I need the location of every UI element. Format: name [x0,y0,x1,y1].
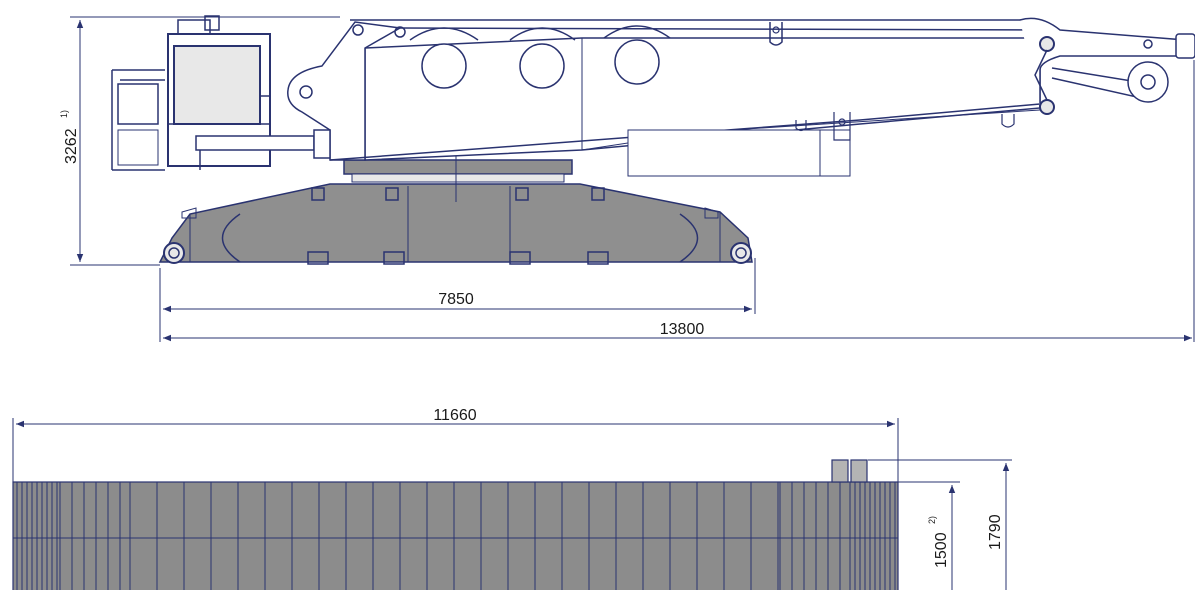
crawler-track [158,183,753,265]
track-length-label: 7850 [438,291,474,308]
counterweight-width-label: 11660 [433,407,476,424]
counterweight-width-dimension: 11660 [12,407,899,482]
slewing-ring [343,128,573,202]
counterweight-view: 11660 1500 2) 1790 [12,407,1012,590]
counterweight-height-label: 1500 [933,532,950,568]
operator-cab [111,15,331,171]
height-note: 1) [59,110,69,118]
overall-length-label: 13800 [660,321,705,338]
rear-gantry [1019,17,1195,115]
height-dimension: 3262 1) [59,16,340,266]
counterweight-height-dimension: 1500 2) [898,481,960,590]
counterweight-total-height-dimension: 1790 [868,459,1012,590]
upper-structure [287,19,1051,177]
height-label: 3262 [63,128,80,164]
counterweight-total-height-label: 1790 [987,514,1004,550]
counterweight-height-note: 2) [927,516,937,524]
counterweight-stack [12,459,899,590]
crane-side-view: 3262 1) 7850 13800 [59,15,1195,342]
overall-length-dimension: 13800 [163,60,1195,342]
track-length-dimension: 7850 [159,258,756,342]
